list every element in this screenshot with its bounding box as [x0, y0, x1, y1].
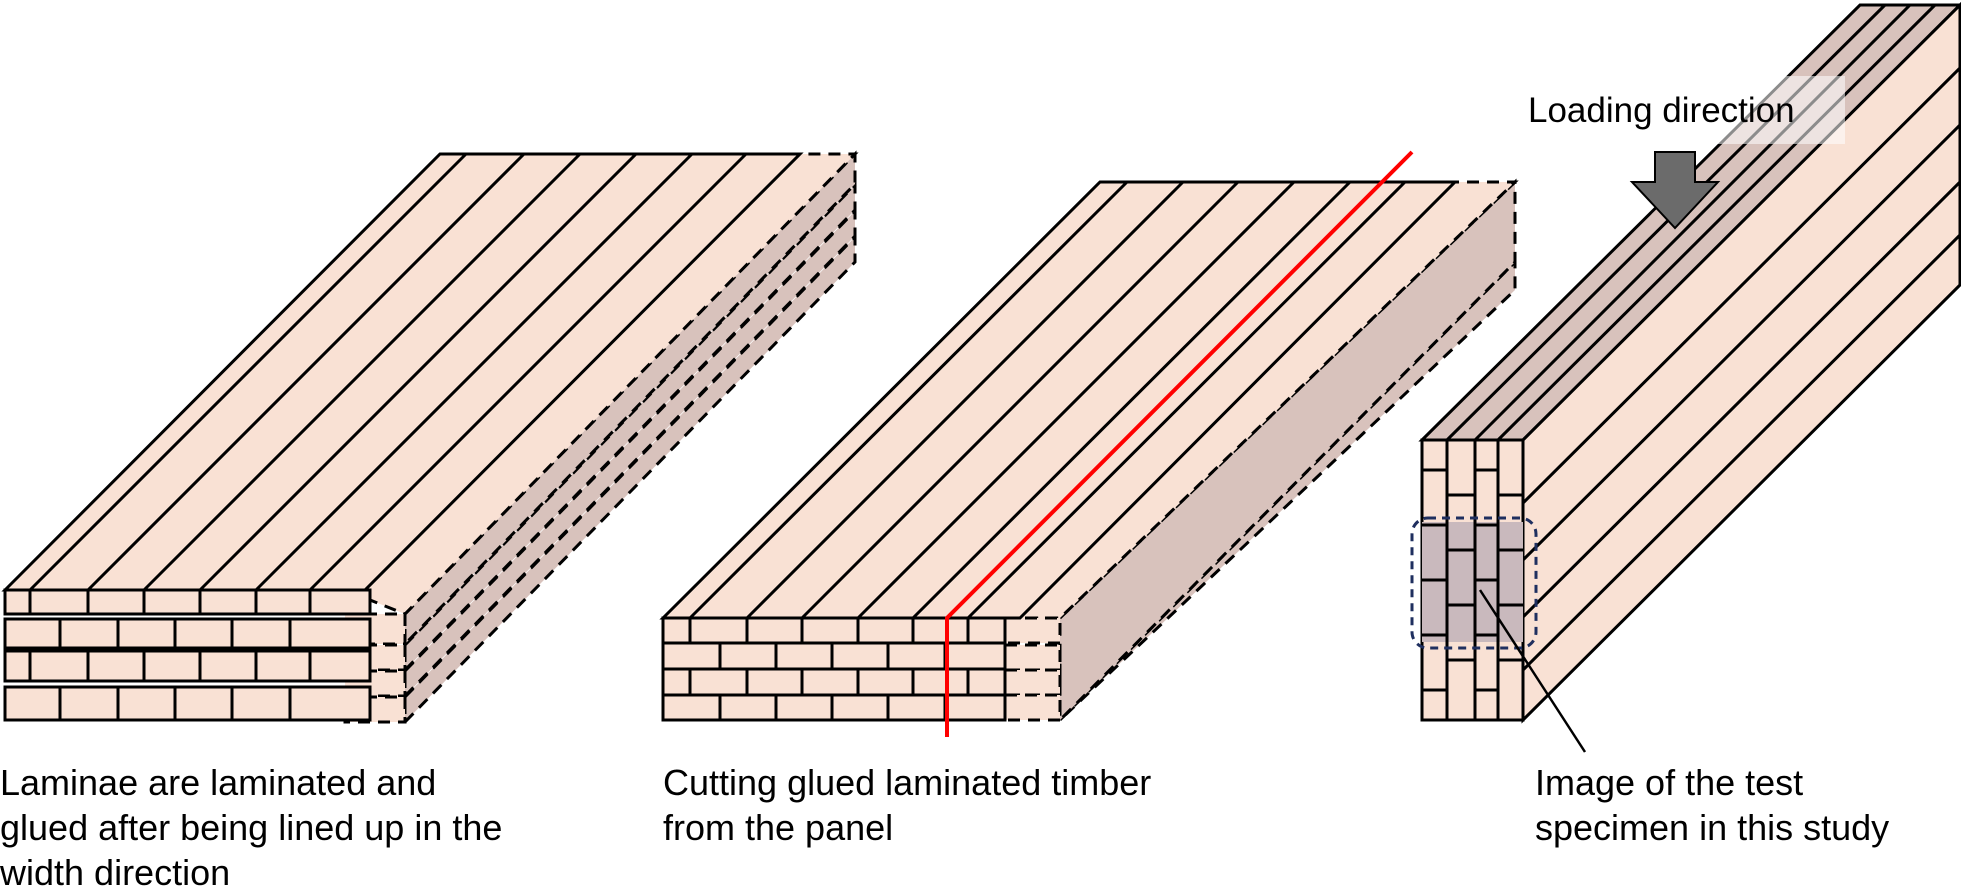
loading-direction-label: Loading direction [1528, 91, 1795, 130]
down-arrow-icon [1629, 151, 1721, 230]
specimen-highlight-outline [1410, 516, 1538, 650]
specimen-highlight-fill [1422, 522, 1523, 642]
caption-laminae-layup: Laminae are laminated and glued after be… [0, 762, 503, 893]
dashed-extension-layers-2 [1001, 178, 1519, 724]
lamina-lines [28, 152, 748, 592]
label-highlight [1710, 76, 1845, 144]
lamina-lines-2 [688, 180, 1407, 620]
cut-line [945, 150, 1414, 737]
leader-line [1478, 589, 1587, 753]
caption-test-specimen: Image of the test specimen in this study [1535, 762, 1890, 848]
panel-cutting-diagram [659, 150, 1519, 737]
front-joints [28, 590, 312, 720]
panel-layup-diagram [1, 150, 859, 726]
front-joints-2 [688, 618, 970, 720]
front-laminae-2 [661, 616, 1007, 722]
dashed-extension-layers [342, 150, 859, 726]
caption-cutting: Cutting glued laminated timber from the … [663, 762, 1152, 848]
